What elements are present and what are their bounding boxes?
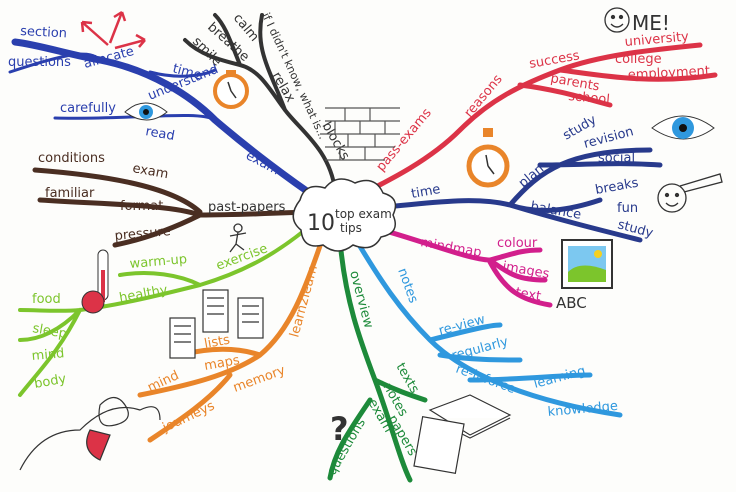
label: breaks	[594, 176, 640, 198]
pass-exams-labels: pass-exams reasons success university co…	[374, 11, 711, 175]
center-subtitle: tips	[340, 221, 362, 235]
label: colour	[497, 236, 538, 251]
label: section	[20, 24, 68, 41]
time-labels: time plan study revision social balance …	[410, 112, 655, 241]
label: familiar	[45, 186, 95, 201]
label: fun	[617, 201, 638, 216]
branch-time	[367, 147, 663, 243]
thermometer-icon	[81, 249, 109, 314]
label: re-view	[437, 312, 487, 339]
center-number: 10	[307, 211, 335, 236]
label: mindmap	[419, 235, 482, 260]
label: time	[171, 61, 203, 83]
branch-learn	[137, 237, 325, 443]
eye-icon	[124, 102, 168, 121]
notes-labels: notes re-view regularly re-inforce learn…	[394, 266, 618, 420]
label: format	[120, 199, 163, 214]
branch-blocks	[183, 13, 337, 192]
label: carefully	[60, 101, 116, 116]
center-title: top exam	[335, 207, 392, 221]
label: journeys	[159, 398, 217, 436]
branch-exercise	[18, 228, 307, 397]
smiley-face-icon	[604, 7, 723, 213]
branch-past-papers	[32, 167, 321, 248]
label: read	[144, 124, 175, 144]
label: time	[410, 182, 442, 202]
label: learning	[532, 364, 587, 392]
question-mark-icon: ?	[330, 410, 349, 448]
label: exam	[243, 148, 282, 178]
label: employment	[627, 64, 710, 83]
label: exam	[131, 161, 169, 182]
label: body	[33, 372, 68, 392]
label: text	[514, 285, 542, 304]
svg-text:?: ?	[330, 410, 349, 448]
label: college	[615, 52, 662, 67]
stopwatch-icon	[213, 70, 249, 109]
label: warm-up	[129, 252, 188, 272]
red-arrows-icon	[80, 10, 146, 50]
branch-notes	[352, 235, 623, 418]
branch-overview	[327, 237, 428, 483]
books-icon	[413, 394, 512, 474]
stick-figure-icon	[229, 223, 247, 253]
label: maps	[203, 353, 241, 374]
label: re-inforce	[454, 362, 518, 397]
label: questions	[8, 55, 71, 70]
label: past-papers	[208, 200, 286, 215]
label: university	[624, 29, 690, 50]
label: success	[528, 48, 581, 72]
documents-icon	[169, 289, 264, 359]
brick-wall-icon	[320, 107, 400, 161]
abc-label: ABC	[556, 294, 587, 312]
cloud-brain-icon	[19, 396, 161, 471]
label: learn2learn	[287, 264, 321, 339]
label: pass-exams	[374, 106, 435, 175]
label: social	[598, 151, 635, 166]
label: papers	[385, 413, 420, 459]
past-papers-labels: past-papers conditions exam familiar for…	[38, 151, 286, 244]
branch-pass-exams	[357, 42, 718, 198]
picture-frame-icon	[561, 239, 613, 289]
label: conditions	[38, 151, 105, 166]
center-cloud: 10 top exam tips	[292, 178, 397, 252]
label: sleep	[31, 321, 68, 342]
label: food	[32, 292, 61, 307]
branches	[8, 13, 718, 483]
stopwatch-icon-2	[466, 128, 510, 188]
eye-icon-2	[651, 115, 715, 140]
label: pressure	[114, 224, 171, 244]
label: school	[568, 89, 611, 108]
label: healthy	[118, 283, 169, 306]
me-label: ME!	[632, 11, 670, 35]
label: lists	[203, 333, 231, 352]
label: knowledge	[547, 399, 619, 420]
label: mind	[31, 346, 65, 364]
branch-exam	[11, 38, 324, 204]
branch-mindmap	[372, 225, 553, 308]
